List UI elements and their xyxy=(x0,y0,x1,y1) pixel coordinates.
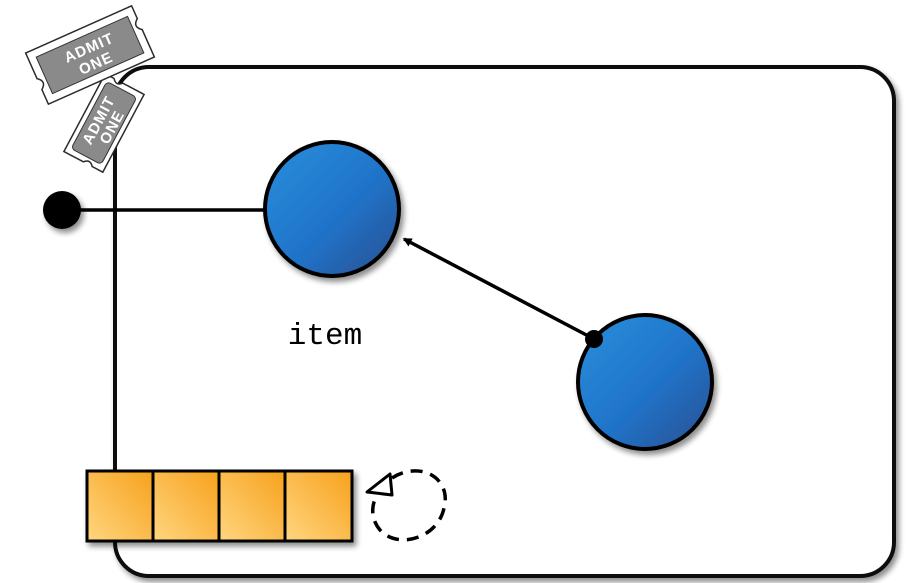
item-circle xyxy=(263,140,401,278)
child-circle xyxy=(576,313,714,451)
port-dot xyxy=(43,191,81,229)
arrow-origin-dot xyxy=(585,330,603,348)
queue-slot xyxy=(151,469,221,543)
queue-slot xyxy=(283,469,354,543)
loop-arrow-head xyxy=(365,472,394,497)
queue-slot xyxy=(85,469,155,543)
queue-slot xyxy=(217,469,287,543)
mailbox-loop-arrow xyxy=(371,469,447,542)
item-label: item xyxy=(288,319,362,354)
mailbox-queue xyxy=(85,469,354,543)
admit-one-tickets-icon: ADMIT ONE ADMIT ONE xyxy=(24,4,156,174)
reference-arrow xyxy=(402,237,595,341)
